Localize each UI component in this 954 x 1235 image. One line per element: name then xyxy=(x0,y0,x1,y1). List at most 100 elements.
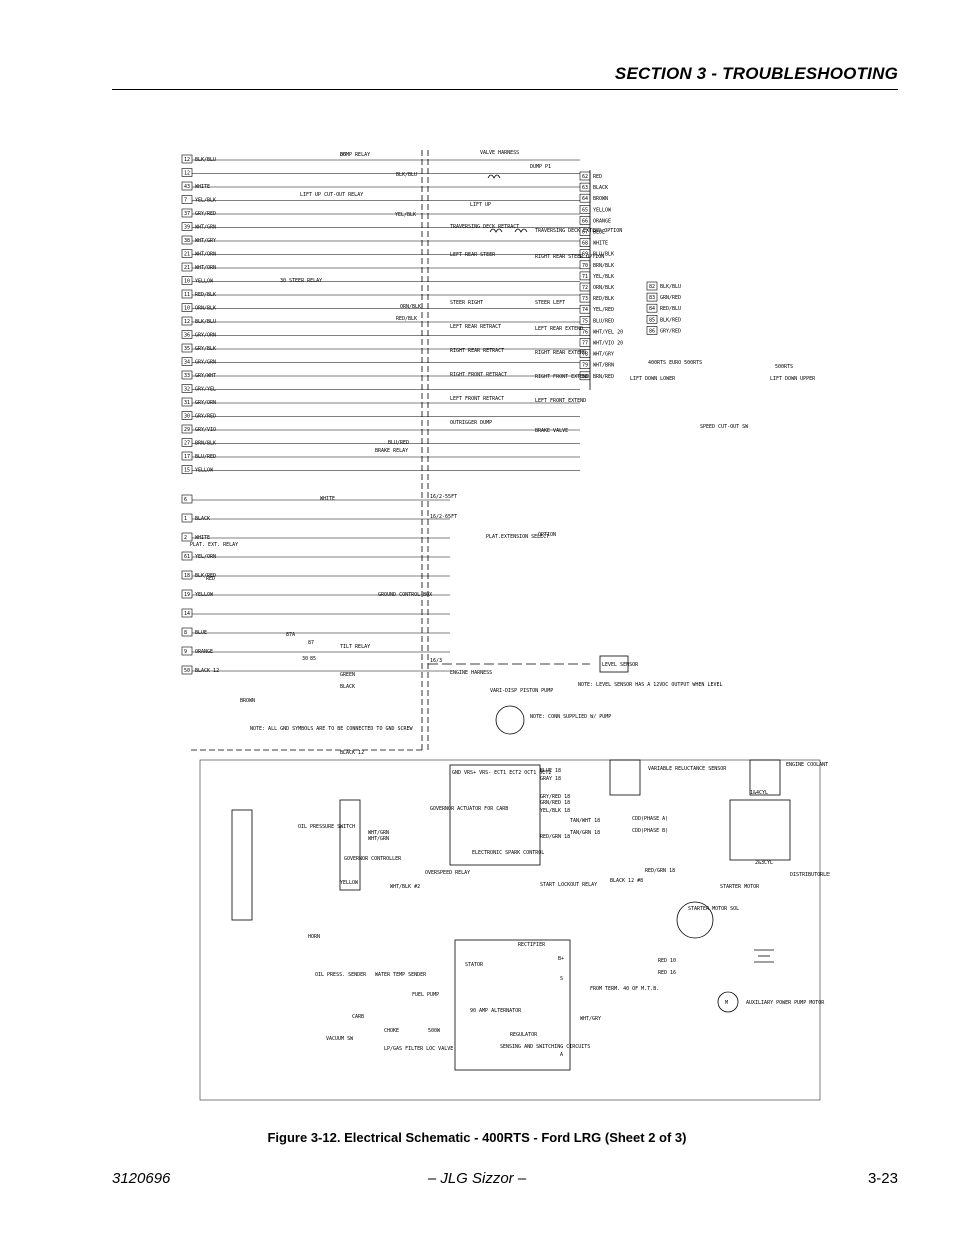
left-terminal-number: 21 xyxy=(184,252,190,258)
right-terminal-box xyxy=(579,327,591,336)
label-brown: BROWN xyxy=(240,698,255,704)
lower-terminal-number: 6 xyxy=(184,497,187,503)
label-lift-up-relay: LIFT UP CUT-OUT RELAY xyxy=(300,192,363,198)
label-relay-30: 30 xyxy=(302,656,308,662)
left-terminal-number: 27 xyxy=(184,441,190,447)
label-plat-ext-select: PLAT.EXTENSION SELECT xyxy=(486,534,549,540)
right-terminal-wire-label: BLUE xyxy=(593,230,605,236)
right-terminal-box xyxy=(579,349,591,358)
label-steer-relay: 30 STEER RELAY xyxy=(280,278,322,284)
right-terminal-number: 75 xyxy=(582,318,588,324)
right-terminal-2-box xyxy=(646,292,658,302)
left-terminal-number: 10 xyxy=(184,279,190,285)
label-lp-gas-filter: LP/GAS FILTER LOC VALVE xyxy=(384,1046,453,1052)
label-right-front-retract: RIGHT FRONT RETRACT xyxy=(450,372,507,378)
left-terminal-number: 31 xyxy=(184,400,190,406)
label-aux-power-motor: AUXILIARY POWER PUMP MOTOR xyxy=(746,1000,825,1006)
left-terminal-box xyxy=(181,208,193,218)
right-terminal-box xyxy=(579,371,591,381)
right-terminal-2-number: 83 xyxy=(649,295,655,301)
lower-terminal-number: 50 xyxy=(184,668,190,674)
right-terminal-wire-label: BLACK xyxy=(593,185,608,191)
label-traversing-deck-extend: TRAVERSING DECK EXTEND OPTION xyxy=(535,228,622,234)
label-bat-w: 500W xyxy=(428,1028,441,1034)
right-terminal-number: 76 xyxy=(582,329,588,335)
label-governor-controller: GOVERNOR CONTROLLER xyxy=(344,856,402,862)
label-right-rear-retract: RIGHT REAR RETRACT xyxy=(450,348,504,354)
label-level-sensor: LEVEL SENSOR xyxy=(602,662,639,668)
label-rts-500: 500RTS xyxy=(775,364,793,370)
label-fuel-pump: FUEL PUMP xyxy=(412,992,439,998)
label-horn: HORN xyxy=(308,934,320,940)
right-terminal-2-number: 84 xyxy=(649,306,655,312)
label-choke: CHOKE xyxy=(384,1028,399,1034)
label-steer-left: STEER LEFT xyxy=(535,300,565,306)
lower-terminal-number: 18 xyxy=(184,573,190,579)
label-cdd-phase-a: CDD(PHASE A) xyxy=(632,816,668,822)
label-green: GREEN xyxy=(340,672,355,678)
right-terminal-wire-label: WHT/BRN xyxy=(593,363,614,369)
section-header: SECTION 3 - TROUBLESHOOTING xyxy=(614,64,898,83)
label-right-rear-extend: RIGHT REAR EXTEND xyxy=(535,350,586,356)
right-terminal-wire-label: RED/BLK xyxy=(593,296,614,302)
left-terminal-number: 7 xyxy=(184,198,187,204)
label-black-12: BLACK 12 xyxy=(340,750,364,756)
right-terminal-2-box xyxy=(646,326,658,335)
left-terminal-box xyxy=(181,262,193,272)
right-terminal-wire-label: RED xyxy=(593,174,602,180)
left-terminal-box xyxy=(181,438,193,447)
label-yel-blk: YEL/BLK xyxy=(395,212,416,218)
label-lift-up: LIFT UP xyxy=(470,202,491,208)
label-right-front-extend: RIGHT FRONT EXTEND xyxy=(535,374,589,380)
label-water-temp-sender: WATER TEMP SENDER xyxy=(375,972,427,978)
lower-terminal-number: 14 xyxy=(184,611,190,617)
left-terminal-number: 12 xyxy=(184,157,190,163)
left-terminal-box xyxy=(181,357,193,366)
label-yel-blk-18: YEL/BLK 18 xyxy=(540,808,570,814)
left-terminal-number: 32 xyxy=(184,387,190,393)
label-level-sensor-note: NOTE: LEVEL SENSOR HAS A 12VDC OUTPUT WH… xyxy=(578,682,723,688)
label-left-front-extend: LEFT FRONT EXTEND xyxy=(535,398,586,404)
right-terminal-2-box xyxy=(646,303,658,313)
right-terminal-number: 78 xyxy=(582,352,588,358)
right-terminal-wire-label: BROWN xyxy=(593,196,608,202)
label-gray-18: GRAY 18 xyxy=(540,776,561,782)
right-terminal-2-wire-label: GRY/RED xyxy=(660,328,681,334)
right-terminal-wire-label: WHITE xyxy=(593,241,608,247)
right-terminal-2-box xyxy=(646,281,658,291)
label-overspeed-relay: OVERSPEED RELAY xyxy=(425,870,470,876)
label-option: OPTION xyxy=(538,532,556,538)
dump-coil xyxy=(487,174,501,179)
left-terminal-number: 12 xyxy=(184,319,190,325)
left-terminal-box xyxy=(181,195,193,204)
label-letter-m: M xyxy=(725,1000,728,1006)
lower-terminal-box xyxy=(181,646,193,656)
label-red-grn-18: RED/GRN 18 xyxy=(645,868,675,874)
label-oil-pressure-switch: OIL PRESSURE SWITCH xyxy=(298,824,355,830)
right-terminal-wire-label: WHT/YEL 20 xyxy=(593,329,623,335)
right-terminal-box xyxy=(579,249,591,258)
left-terminal-box xyxy=(181,411,193,420)
lower-terminal-number: 9 xyxy=(184,649,187,655)
right-terminal-number: 72 xyxy=(582,285,588,291)
label-h16-2-55ft: 16/2-55FT xyxy=(430,494,457,500)
left-terminal-number: 43 xyxy=(184,184,190,190)
label-stator: STATOR xyxy=(465,962,484,968)
left-terminal-box xyxy=(181,330,193,339)
label-dump-relay: DUMP RELAY xyxy=(340,152,370,158)
left-terminal-box xyxy=(181,154,193,164)
alternator-box xyxy=(454,939,571,1071)
lower-terminal-box xyxy=(181,513,193,523)
label-dump-p1: DUMP P1 xyxy=(530,164,551,170)
right-terminal-box xyxy=(579,193,591,203)
lower-terminal-box xyxy=(181,627,193,637)
right-terminal-box xyxy=(579,316,591,325)
left-terminal-number: 33 xyxy=(184,373,190,379)
label-bplus: B+ xyxy=(558,956,564,962)
label-lift-down-lower: LIFT DOWN LOWER xyxy=(630,376,676,382)
left-terminal-box xyxy=(181,168,193,177)
right-terminal-wire-label: ORANGE xyxy=(593,218,611,224)
label-conn-note: NOTE: CONN SUPPLIED W/ PUMP xyxy=(530,714,611,720)
